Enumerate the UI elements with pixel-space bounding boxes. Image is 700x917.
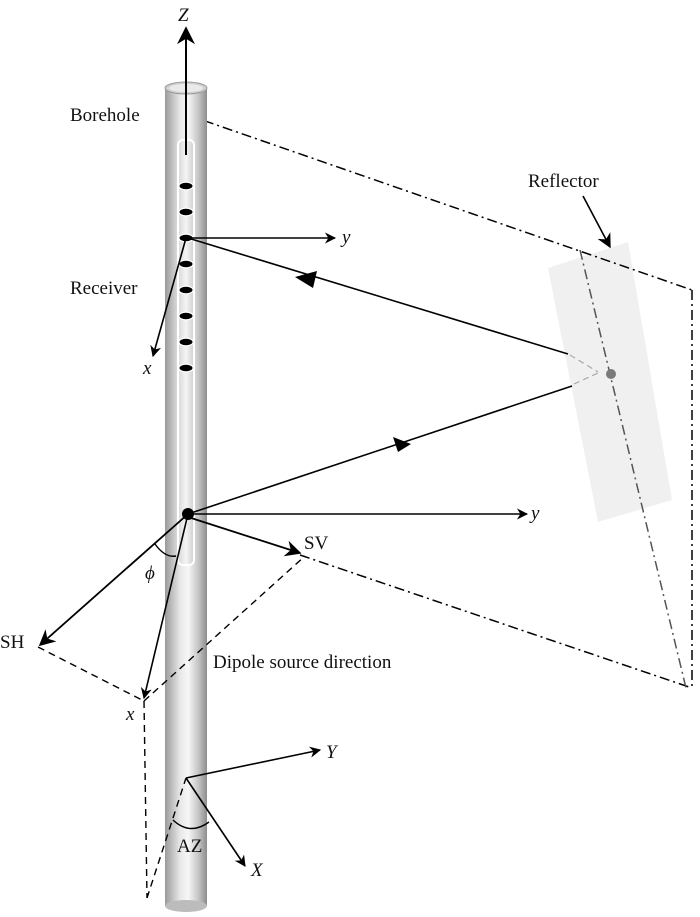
frame-top-line	[184, 113, 693, 291]
global-x-axis	[185, 777, 246, 867]
label-global-x: X	[250, 860, 264, 881]
sh-vector	[38, 513, 189, 647]
incident-ray-dash	[573, 372, 599, 385]
receiver	[179, 312, 193, 320]
label-receiver: Receiver	[70, 278, 138, 299]
dipole-projection	[37, 555, 306, 899]
phi-arc	[154, 543, 177, 557]
label-receiver-x: x	[142, 358, 152, 379]
label-azimuth: AZ	[177, 836, 202, 857]
receiver	[179, 208, 193, 216]
label-sh: SH	[0, 632, 25, 653]
label-borehole: Borehole	[70, 105, 140, 126]
label-source-x: x	[125, 704, 135, 725]
logging-tool	[177, 139, 195, 566]
receiver	[179, 182, 193, 190]
ray-path	[187, 237, 599, 515]
global-y-axis	[185, 746, 322, 779]
label-z-axis: Z	[178, 5, 189, 26]
receiver	[179, 364, 193, 372]
receiver-x-axis	[150, 237, 187, 358]
reflector-plane	[548, 242, 672, 522]
sh-to-x-dash	[37, 646, 145, 702]
reflection-point	[606, 369, 616, 379]
label-phi: ϕ	[145, 563, 155, 584]
sv-vector	[187, 516, 302, 557]
projection-frame	[184, 113, 693, 689]
reflected-ray-arrowhead	[295, 271, 317, 288]
label-sv: SV	[304, 533, 329, 554]
label-dipole-direction: Dipole source direction	[213, 652, 392, 673]
label-receiver-y: y	[340, 227, 351, 248]
x-to-sv-dash	[143, 555, 306, 702]
reflector-pointer	[582, 195, 611, 249]
reflected-ray-dash	[569, 354, 599, 373]
az-reference-dash	[146, 777, 187, 899]
label-source-y: y	[529, 503, 540, 524]
label-global-y: Y	[326, 742, 339, 763]
reflector-strike-line	[579, 249, 687, 689]
receiver-array	[178, 181, 194, 373]
incident-ray-arrowhead	[393, 437, 411, 452]
label-reflector: Reflector	[528, 171, 599, 192]
x-vertical-dash	[143, 700, 148, 899]
incident-ray	[187, 385, 573, 515]
receiver	[179, 286, 193, 294]
frame-bottom-line	[299, 554, 693, 689]
source-x-axis	[140, 513, 189, 700]
az-arc	[172, 819, 210, 830]
receiver	[179, 260, 193, 268]
reflected-ray	[187, 237, 569, 355]
receiver	[179, 338, 193, 346]
